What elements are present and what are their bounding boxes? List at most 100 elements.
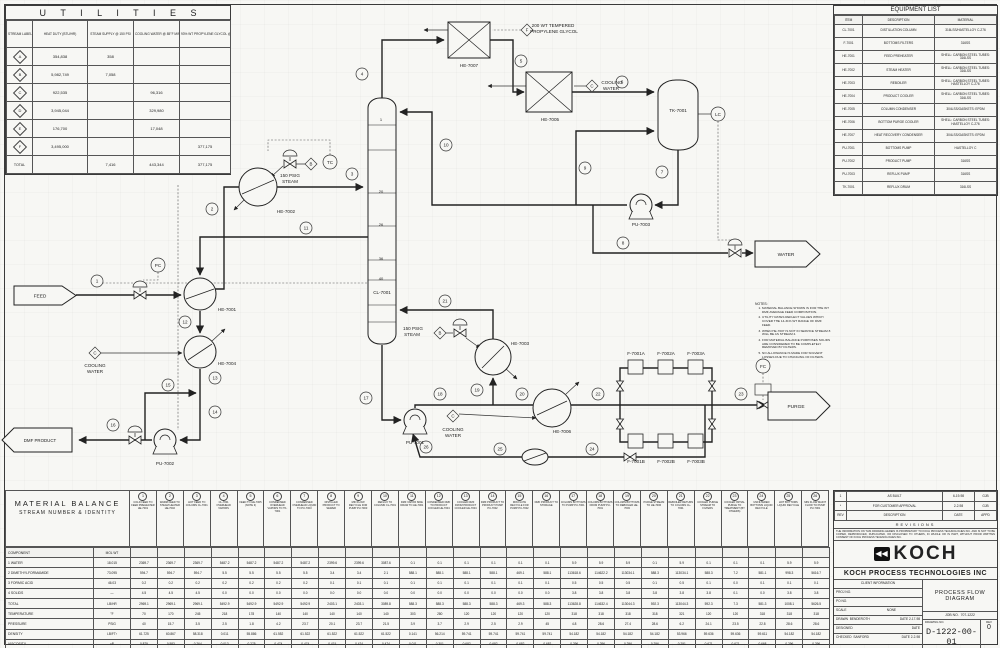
mb-value-cell: 0.1 — [694, 577, 723, 589]
mb-value-cell: 0.296 — [802, 638, 831, 648]
koch-logo: ◀◀ KOCH — [834, 541, 997, 568]
equipment-label: PU-7001 — [406, 440, 425, 445]
drawing-title: PROCESS FLOW DIAGRAM — [923, 580, 997, 612]
mb-value-cell: 59.636 — [694, 628, 723, 640]
mb-value-cell: 0.0 — [533, 587, 562, 599]
mb-value-cell: 0.682 — [533, 638, 562, 648]
valves — [128, 159, 770, 462]
equipment-description: FEED PREHEATER — [862, 50, 935, 65]
utility-value: 358 — [87, 47, 134, 66]
utilities-column-header: COOLING WATER @ 85°F MIN 15° RISE — [133, 20, 180, 48]
mb-value-cell: 5.9 — [775, 557, 804, 569]
svg-text:8: 8 — [622, 241, 625, 246]
note-item: UTILITY RATES REFLECT VALUES WHICH COVER… — [762, 316, 831, 328]
mb-value-cell: 114632.4 — [587, 597, 616, 610]
checked-date: 2-2-98 — [910, 634, 920, 639]
water-flag-label: WATER — [778, 252, 795, 258]
reflux-drum-tk7001 — [657, 79, 699, 151]
mb-value-cell: 0.0 — [398, 587, 427, 599]
revision-cell: 1 — [834, 491, 847, 502]
svg-text:10: 10 — [443, 143, 449, 148]
mb-value-cell: 0.682 — [506, 638, 535, 648]
mb-value-cell: 0.1 — [452, 557, 481, 569]
mb-value-cell: 140 — [372, 608, 400, 620]
mb-stream-description: WARM FEED TO STEAM HEATER HE-7002 — [159, 501, 180, 510]
job-no: 707-1222 — [960, 613, 975, 618]
filter-f7003a — [687, 359, 704, 375]
svg-text:LC: LC — [715, 112, 722, 117]
pipe-minflow-pu7003 — [575, 126, 655, 205]
mb-value-cell: 0.668 — [748, 638, 777, 648]
equipment-description: STEAM HEATER — [862, 63, 935, 78]
mb-value-cell: 61.725 — [130, 628, 158, 640]
mb-value-cell: 0.296 — [587, 638, 616, 648]
utility-value: 96,316 — [133, 83, 180, 102]
mb-value-cell: 2969.1 — [183, 597, 212, 610]
mb-value-cell — [452, 546, 481, 559]
tray-number: 36 — [379, 256, 384, 261]
cw-he7006-in — [458, 413, 537, 420]
po-no-label: PO NO. — [834, 598, 922, 607]
mb-value-cell: 0.301 — [425, 638, 454, 648]
mb-value-cell: 113044.3 — [614, 597, 642, 610]
cond-he7003 — [504, 367, 518, 380]
pipe-return — [411, 405, 706, 458]
equipment-column-header: DESCRIPTION — [862, 15, 935, 25]
signal-pc-feedvalve — [143, 272, 159, 281]
pipe-reflux — [399, 107, 627, 206]
filter-f7002b — [657, 433, 674, 449]
drawn-label: DRAWN — [836, 616, 848, 621]
equipment-item: HE-7007 — [834, 128, 863, 143]
mb-value-cell: 5492.9 — [237, 597, 266, 610]
steam-he7003 — [446, 332, 480, 348]
mb-value-cell: 0.682 — [479, 638, 508, 648]
mb-value-cell: 0.275 — [237, 638, 266, 648]
mb-row-unit: LB/HR — [93, 597, 131, 610]
mb-value-cell: 0.1 — [425, 557, 454, 569]
pipe-reboiler-return — [399, 305, 494, 339]
checked-date-label: DATE — [901, 634, 910, 639]
mb-value-cell — [372, 546, 400, 559]
proj-no-label: PROJ NO. — [834, 589, 922, 598]
mb-value-cell: 5626.5 — [802, 597, 831, 610]
mb-stream-number: 16 — [541, 492, 551, 501]
utility-total-value: 7,416 — [87, 155, 134, 174]
drawn-by: BENDEROTH — [849, 616, 870, 621]
designed-label: DESIGNED — [836, 625, 853, 630]
mb-value-cell — [587, 546, 616, 559]
svg-text:24: 24 — [589, 447, 595, 452]
mb-value-cell: 61.522 — [291, 628, 320, 640]
mb-value-cell: 588.1 — [479, 567, 508, 579]
cond-he7002 — [233, 198, 246, 211]
stream-circle: 4 — [355, 67, 369, 81]
mb-stream-description: COOLED INITIAL PURGE TO TREATMENT (BY OT… — [724, 501, 745, 513]
mb-row-unit: — — [93, 587, 131, 599]
svg-text:26: 26 — [423, 445, 429, 450]
revision-cell: FOR CUSTOMER APPROVAL — [846, 500, 943, 511]
revision-cell: DESCRIPTION — [846, 510, 943, 521]
equipment-item: HE-7004 — [834, 89, 863, 104]
mb-stream-description: CONDENSED DMF TO PRODUCT COOLER HE-7004 — [427, 501, 451, 510]
mb-value-cell: 56.214 — [425, 628, 454, 640]
he7003-coil — [481, 345, 505, 369]
instrument-bubble: LC — [710, 106, 726, 122]
mb-value-cell: 3089.8 — [372, 597, 400, 610]
mb-row-label: TEMPERATURE — [5, 608, 94, 620]
mb-value-cell: 3.8 — [667, 587, 696, 599]
equipment-material: 304LSS/GASKETS: EPDM — [934, 128, 997, 143]
mb-value-cell: 22.8 — [748, 618, 777, 630]
utility-total-value — [32, 155, 88, 174]
mb-value-cell: 58.318 — [183, 628, 212, 640]
mb-value-cell: 0.0 — [452, 587, 481, 599]
pipe-sidedraw — [195, 236, 368, 276]
